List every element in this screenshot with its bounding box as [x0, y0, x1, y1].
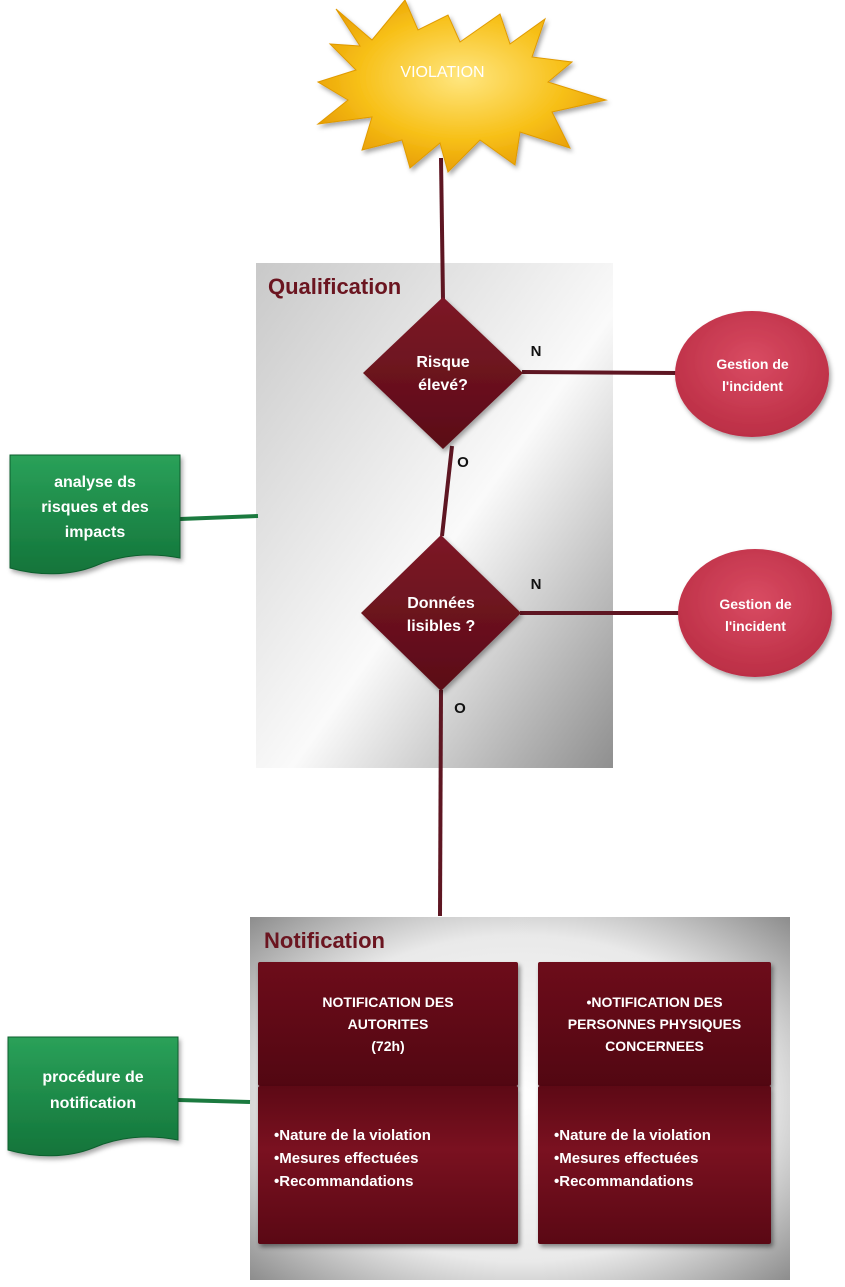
- persons-item: •Recommandations: [554, 1173, 694, 1190]
- decision2-no-label: N: [530, 576, 542, 593]
- persons-item: •Nature de la violation: [554, 1127, 711, 1144]
- violation-label: VIOLATION: [400, 64, 485, 81]
- notification-title: Notification: [264, 928, 385, 953]
- authorities-header-line3: (72h): [371, 1038, 405, 1054]
- decision1-label-line2: élevé?: [418, 377, 468, 394]
- connector-decision1-decision2: [440, 445, 454, 537]
- decision2-label-line1: Données: [407, 595, 475, 612]
- persons-header-line1: •NOTIFICATION DES: [586, 994, 723, 1010]
- outcome1-label-line2: l'incident: [722, 378, 783, 394]
- outcome1-oval: [675, 311, 829, 437]
- connector-analysis-doc: [179, 514, 259, 521]
- analysis-document-line3: impacts: [64, 524, 126, 541]
- connector-procedure-doc: [177, 1098, 251, 1104]
- analysis-document-label: analyse ds risques et des impacts: [10, 470, 180, 545]
- procedure-document-line2: notification: [49, 1095, 137, 1112]
- authorities-header-line1: NOTIFICATION DES: [322, 994, 454, 1010]
- persons-details-box: •Nature de la violation •Mesures effectu…: [538, 1086, 771, 1244]
- outcome2-label: Gestion de l'incident: [693, 593, 818, 637]
- authorities-header-box: NOTIFICATION DES AUTORITES (72h): [258, 962, 518, 1086]
- decision1-yes-label: O: [457, 454, 469, 471]
- outcome2-label-line1: Gestion de: [719, 596, 792, 612]
- authorities-item: •Nature de la violation: [274, 1127, 431, 1144]
- decision1-label: Risque élevé?: [388, 351, 498, 397]
- persons-header-line2: PERSONNES PHYSIQUES: [567, 1016, 742, 1032]
- procedure-document-label: procédure de notification: [8, 1065, 178, 1117]
- procedure-document-line1: procédure de: [42, 1069, 144, 1086]
- decision2-label-line2: lisibles ?: [406, 618, 476, 635]
- connector-decision1-outcome1: [521, 370, 679, 375]
- procedure-document-shape: [7, 1036, 179, 1157]
- decision2-diamond: [361, 535, 521, 691]
- decision1-no-label: N: [530, 343, 542, 360]
- persons-header-line3: CONCERNEES: [605, 1038, 704, 1054]
- analysis-document-shape: [9, 454, 181, 575]
- connectors: [438, 157, 680, 917]
- authorities-item: •Recommandations: [274, 1173, 414, 1190]
- decision1-label-line1: Risque: [416, 354, 470, 371]
- connector-decision2-notification: [438, 689, 443, 917]
- outcome2-oval: [678, 549, 832, 677]
- qualification-title: Qualification: [268, 274, 402, 299]
- outcome1-label-line1: Gestion de: [716, 356, 789, 372]
- authorities-details-box: •Nature de la violation •Mesures effectu…: [258, 1086, 518, 1244]
- persons-item: •Mesures effectuées: [554, 1150, 699, 1167]
- outcome2-label-line2: l'incident: [725, 618, 786, 634]
- persons-header-box: •NOTIFICATION DES PERSONNES PHYSIQUES CO…: [538, 962, 771, 1086]
- connector-violation-decision1: [439, 157, 445, 301]
- analysis-document-line1: analyse ds: [54, 474, 136, 491]
- authorities-item: •Mesures effectuées: [274, 1150, 419, 1167]
- doc-connectors: [177, 514, 259, 1104]
- outcome1-label: Gestion de l'incident: [690, 353, 815, 397]
- decision1-diamond: [363, 297, 523, 449]
- analysis-document-line2: risques et des: [41, 499, 149, 516]
- decision2-yes-label: O: [454, 700, 466, 717]
- violation-star: [316, 0, 608, 173]
- decision2-label: Données lisibles ?: [381, 592, 501, 638]
- authorities-header-line2: AUTORITES: [347, 1016, 429, 1032]
